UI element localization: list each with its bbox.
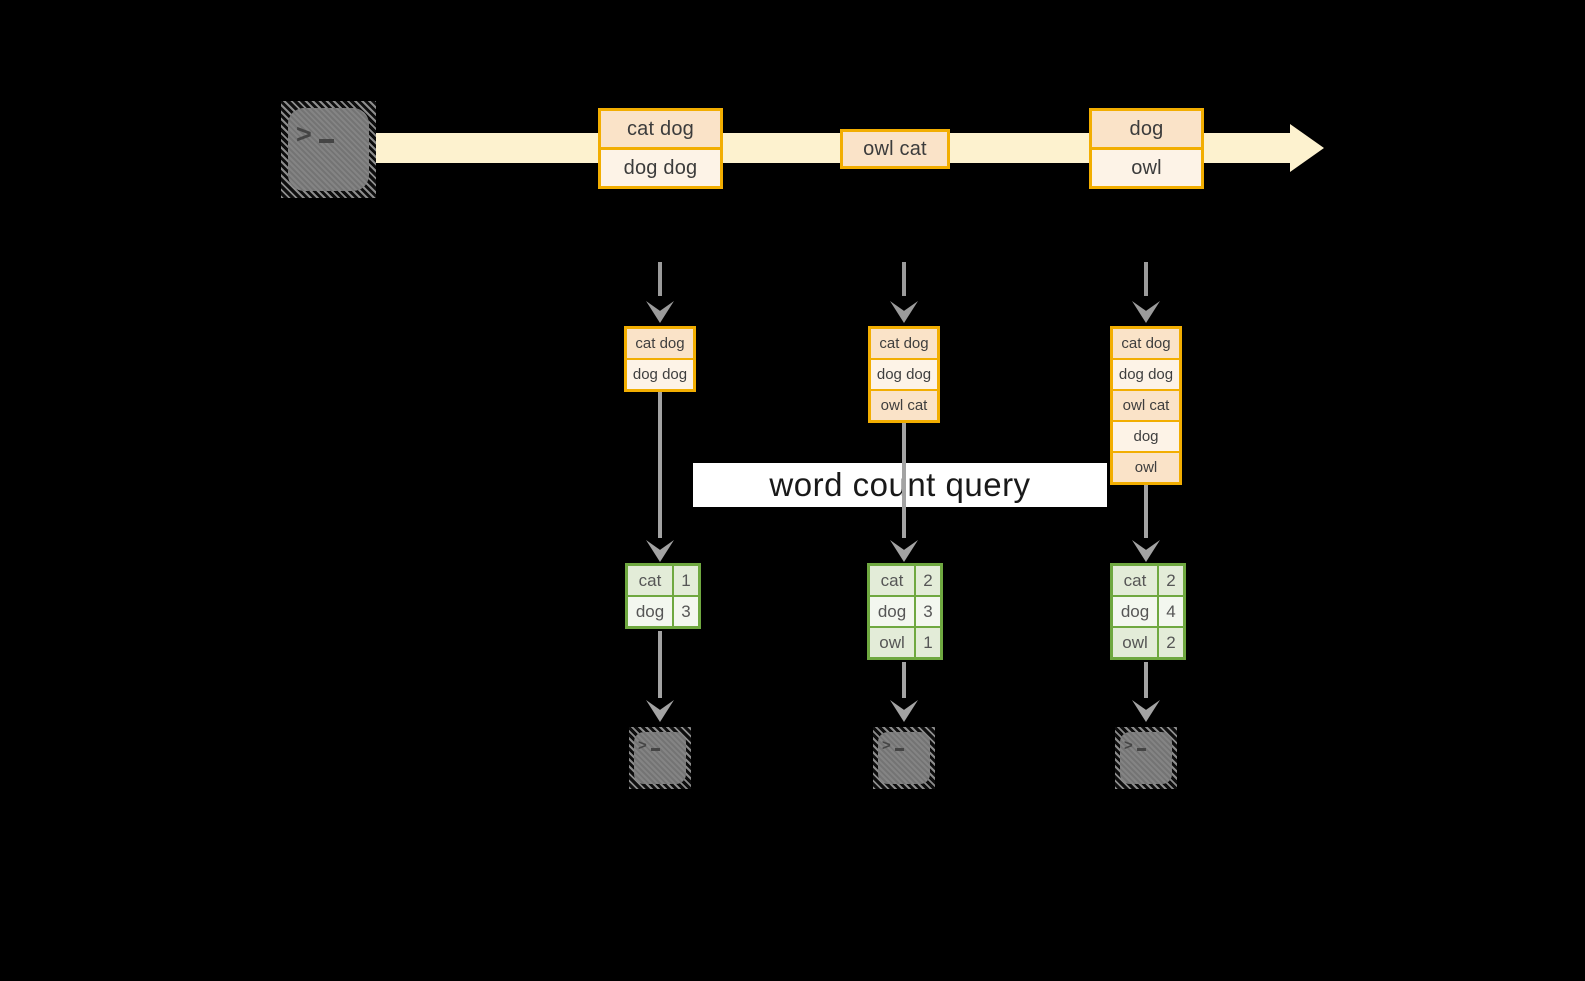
source-terminal-icon: > bbox=[281, 101, 376, 198]
count-cell: 2 bbox=[916, 566, 940, 595]
terminal-screen bbox=[1120, 732, 1172, 784]
word-cell: cat bbox=[1113, 566, 1157, 595]
terminal-prompt-icon: > bbox=[1124, 737, 1146, 754]
prompt-chevron: > bbox=[882, 737, 891, 754]
query-label-banner: word count query bbox=[693, 463, 1107, 507]
terminal-screen bbox=[634, 732, 686, 784]
buffer-item: owl cat bbox=[871, 389, 937, 420]
output-arrow-shaft-1 bbox=[658, 631, 662, 698]
ingest-arrow-shaft-1 bbox=[658, 262, 662, 296]
count-table-1: cat 1 dog 3 bbox=[625, 563, 701, 629]
query-arrow-shaft-3 bbox=[1144, 485, 1148, 538]
prompt-underscore bbox=[894, 747, 904, 751]
event-text: owl bbox=[1092, 147, 1201, 186]
prompt-chevron: > bbox=[638, 737, 647, 754]
ingest-arrow-shaft-3 bbox=[1144, 262, 1148, 296]
buffer-item: owl bbox=[1113, 451, 1179, 482]
event-text: dog dog bbox=[601, 147, 720, 186]
count-table-3: cat 2 dog 4 owl 2 bbox=[1110, 563, 1186, 660]
output-arrow-head-2 bbox=[890, 700, 918, 722]
buffer-item: dog bbox=[1113, 420, 1179, 451]
word-cell: dog bbox=[1113, 597, 1157, 626]
word-cell: dog bbox=[870, 597, 914, 626]
prompt-chevron: > bbox=[1124, 737, 1133, 754]
timeline-event-3: dog owl bbox=[1089, 108, 1204, 189]
count-cell: 4 bbox=[1159, 597, 1183, 626]
buffer-item: dog dog bbox=[627, 358, 693, 389]
word-cell: cat bbox=[628, 566, 672, 595]
word-cell: owl bbox=[1113, 628, 1157, 657]
event-text: dog bbox=[1092, 111, 1201, 147]
output-arrow-shaft-3 bbox=[1144, 662, 1148, 698]
terminal-prompt-icon: > bbox=[882, 737, 904, 754]
word-cell: cat bbox=[870, 566, 914, 595]
buffer-item: cat dog bbox=[1113, 329, 1179, 358]
buffer-item: cat dog bbox=[871, 329, 937, 358]
event-text: cat dog bbox=[601, 111, 720, 147]
ingest-arrow-head-1 bbox=[646, 301, 674, 323]
prompt-underscore bbox=[1136, 747, 1146, 751]
event-text: owl cat bbox=[843, 132, 947, 166]
query-arrow-shaft-2 bbox=[902, 423, 906, 538]
terminal-screen bbox=[288, 108, 369, 191]
prompt-underscore bbox=[650, 747, 660, 751]
ingest-arrow-shaft-2 bbox=[902, 262, 906, 296]
event-stream-arrowhead bbox=[1290, 124, 1324, 172]
count-cell: 1 bbox=[916, 628, 940, 657]
output-arrow-head-1 bbox=[646, 700, 674, 722]
timeline-event-2: owl cat bbox=[840, 129, 950, 169]
query-arrow-head-3 bbox=[1132, 540, 1160, 562]
count-cell: 3 bbox=[674, 597, 698, 626]
query-arrow-shaft-1 bbox=[658, 392, 662, 538]
buffer-item: dog dog bbox=[1113, 358, 1179, 389]
prompt-underscore bbox=[318, 138, 334, 143]
buffer-item: owl cat bbox=[1113, 389, 1179, 420]
word-cell: owl bbox=[870, 628, 914, 657]
event-buffer-1: cat dog dog dog bbox=[624, 326, 696, 392]
count-cell: 2 bbox=[1159, 566, 1183, 595]
output-terminal-icon-2: > bbox=[873, 727, 935, 789]
terminal-prompt-icon: > bbox=[638, 737, 660, 754]
prompt-chevron: > bbox=[296, 119, 312, 149]
output-terminal-icon-3: > bbox=[1115, 727, 1177, 789]
query-label: word count query bbox=[769, 466, 1031, 503]
count-cell: 3 bbox=[916, 597, 940, 626]
terminal-prompt-icon: > bbox=[296, 119, 334, 150]
word-cell: dog bbox=[628, 597, 672, 626]
buffer-item: cat dog bbox=[627, 329, 693, 358]
event-buffer-2: cat dog dog dog owl cat bbox=[868, 326, 940, 423]
terminal-screen bbox=[878, 732, 930, 784]
event-buffer-3: cat dog dog dog owl cat dog owl bbox=[1110, 326, 1182, 485]
ingest-arrow-head-2 bbox=[890, 301, 918, 323]
count-cell: 1 bbox=[674, 566, 698, 595]
output-arrow-head-3 bbox=[1132, 700, 1160, 722]
query-arrow-head-2 bbox=[890, 540, 918, 562]
count-table-2: cat 2 dog 3 owl 1 bbox=[867, 563, 943, 660]
output-arrow-shaft-2 bbox=[902, 662, 906, 698]
query-arrow-head-1 bbox=[646, 540, 674, 562]
ingest-arrow-head-3 bbox=[1132, 301, 1160, 323]
timeline-event-1: cat dog dog dog bbox=[598, 108, 723, 189]
count-cell: 2 bbox=[1159, 628, 1183, 657]
buffer-item: dog dog bbox=[871, 358, 937, 389]
output-terminal-icon-1: > bbox=[629, 727, 691, 789]
